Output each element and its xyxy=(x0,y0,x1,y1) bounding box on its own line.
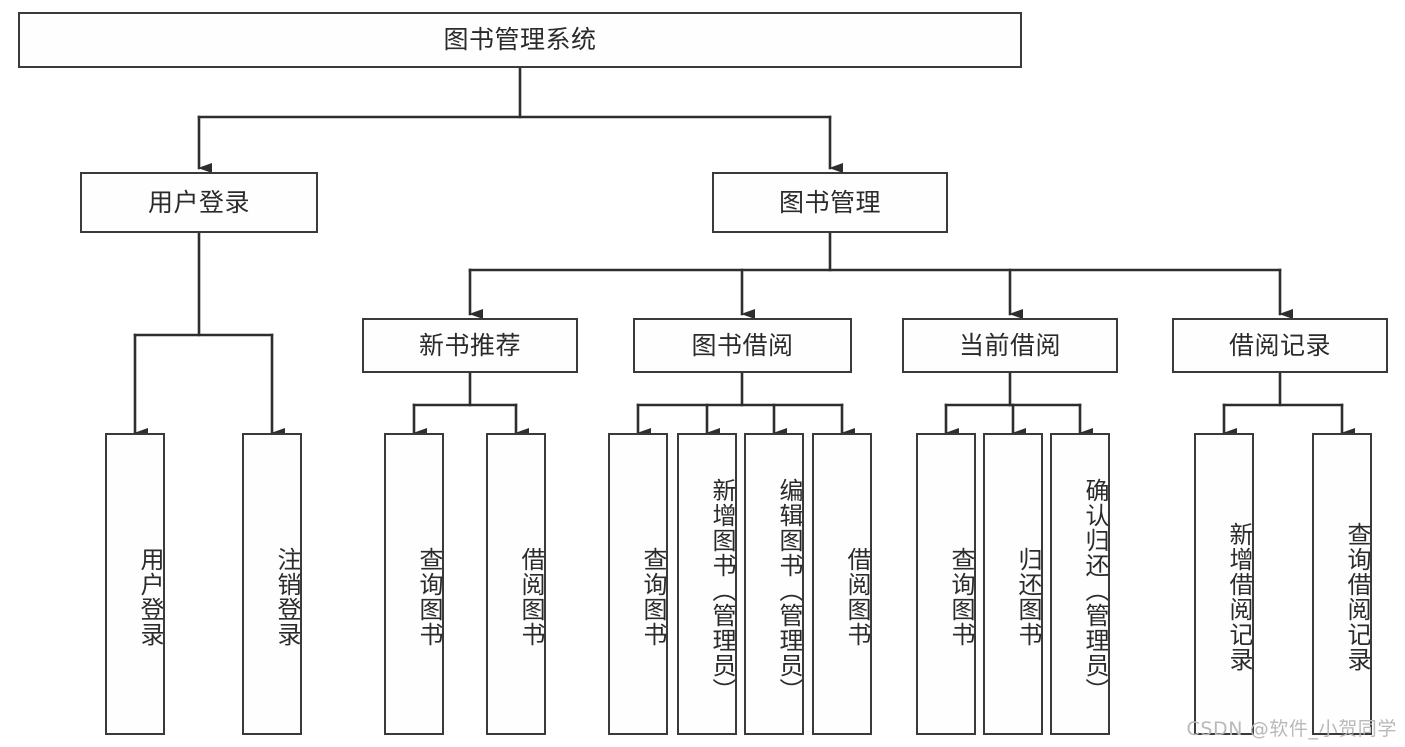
node-label: 借阅记录 xyxy=(1228,330,1331,360)
node-label: 归还图书 xyxy=(1014,547,1042,647)
node-book-borrow[interactable]: 图书借阅 xyxy=(633,318,852,373)
node-label: 用户登录 xyxy=(147,187,250,217)
node-label: 注销登录 xyxy=(273,547,301,647)
node-label: 借阅图书 xyxy=(843,547,871,647)
leaf-user-login[interactable]: 用户登录 xyxy=(105,433,165,735)
node-current-borrow[interactable]: 当前借阅 xyxy=(902,318,1118,373)
node-label: 新书推荐 xyxy=(418,330,521,360)
node-label: 查询图书 xyxy=(639,547,667,647)
node-borrow-record[interactable]: 借阅记录 xyxy=(1172,318,1388,373)
node-label: 图书管理 xyxy=(778,187,881,217)
leaf-query-book-current[interactable]: 查询图书 xyxy=(916,433,976,735)
leaf-logout-login[interactable]: 注销登录 xyxy=(242,433,302,735)
node-label: 借阅图书 xyxy=(517,547,545,647)
node-label: 编辑图书（管理员） xyxy=(775,477,803,703)
node-label: 查询借阅记录 xyxy=(1343,522,1371,672)
node-label: 查询图书 xyxy=(415,547,443,647)
node-user-login[interactable]: 用户登录 xyxy=(80,172,318,233)
leaf-return-book[interactable]: 归还图书 xyxy=(983,433,1043,735)
leaf-borrow-book[interactable]: 借阅图书 xyxy=(812,433,872,735)
leaf-query-book-borrow[interactable]: 查询图书 xyxy=(608,433,668,735)
node-label: 图书借阅 xyxy=(691,330,794,360)
node-label: 查询图书 xyxy=(947,547,975,647)
node-root-system[interactable]: 图书管理系统 xyxy=(18,12,1022,68)
leaf-add-book-admin[interactable]: 新增图书（管理员） xyxy=(677,433,737,735)
node-new-book-recommend[interactable]: 新书推荐 xyxy=(362,318,578,373)
node-label: 新增借阅记录 xyxy=(1225,522,1253,672)
node-label: 当前借阅 xyxy=(958,330,1061,360)
csdn-watermark: CSDN @软件_小贺同学 xyxy=(1186,718,1397,740)
leaf-query-borrow-record[interactable]: 查询借阅记录 xyxy=(1312,433,1372,735)
leaf-add-borrow-record[interactable]: 新增借阅记录 xyxy=(1194,433,1254,735)
node-label: 新增图书（管理员） xyxy=(708,477,736,703)
node-label: 用户登录 xyxy=(136,547,164,647)
leaf-confirm-return-admin[interactable]: 确认归还（管理员） xyxy=(1050,433,1110,735)
node-label: 图书管理系统 xyxy=(443,25,597,55)
leaf-query-book-recommend[interactable]: 查询图书 xyxy=(384,433,444,735)
leaf-edit-book-admin[interactable]: 编辑图书（管理员） xyxy=(744,433,804,735)
node-book-management[interactable]: 图书管理 xyxy=(712,172,948,233)
leaf-borrow-book-recommend[interactable]: 借阅图书 xyxy=(486,433,546,735)
node-label: 确认归还（管理员） xyxy=(1081,477,1109,703)
